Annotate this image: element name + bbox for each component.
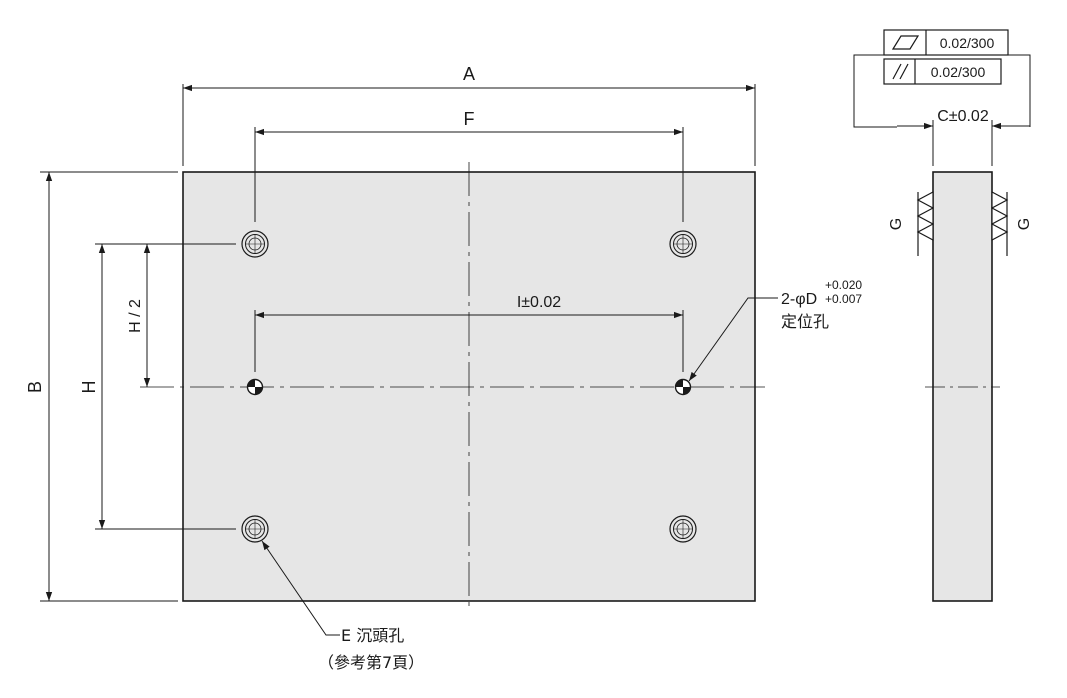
dimension-b-lines [40, 171, 178, 602]
dowel-tolerance-lower: +0.007 [825, 292, 862, 306]
counterbore-hole-name: E 沉頭孔 [341, 626, 404, 645]
flatness-frame [883, 29, 1009, 56]
dimension-c-lines [897, 120, 1030, 166]
dowel-count-label: 2-φD [781, 291, 817, 308]
dimension-h-label: H [79, 381, 99, 394]
dowel-hole-left [246, 378, 264, 396]
flatness-icon [891, 35, 920, 50]
dimension-f-lines [254, 127, 684, 222]
counterbore-reference: （參考第7頁） [318, 653, 424, 672]
tolerance-frame-bracket-right [1008, 54, 1031, 127]
dowel-leader [688, 297, 778, 382]
tolerance-frame-bracket [853, 54, 897, 128]
dowel-hole-right [674, 378, 692, 396]
dimension-h-half-label: H / 2 [127, 299, 144, 333]
side-view-plate [932, 171, 993, 602]
dowel-hole-name: 定位孔 [781, 312, 829, 331]
dimension-i-lines [254, 310, 684, 372]
dimension-a-label: A [463, 64, 475, 84]
dimension-i-label: I±0.02 [517, 294, 561, 311]
grinding-symbol-left [916, 191, 934, 256]
counterbore-hole-top-right [669, 230, 697, 258]
parallelism-icon [892, 63, 909, 80]
dowel-tolerance-upper: +0.020 [825, 278, 862, 292]
grinding-label-left: G [888, 218, 905, 230]
flatness-value: 0.02/300 [940, 35, 995, 51]
dimension-a-lines [182, 84, 756, 166]
grinding-label-right: G [1016, 218, 1033, 230]
parallelism-value: 0.02/300 [931, 64, 986, 80]
parallelism-frame [883, 58, 1002, 85]
counterbore-hole-bottom-right [669, 515, 697, 543]
dimension-c-label: C±0.02 [937, 108, 989, 125]
dimension-h-lines [95, 243, 236, 530]
grinding-symbol-right [991, 191, 1009, 256]
counterbore-hole-bottom-left [241, 515, 269, 543]
counterbore-leader [261, 540, 340, 636]
dimension-b-label: B [25, 381, 45, 393]
counterbore-hole-top-left [241, 230, 269, 258]
dimension-f-label: F [464, 109, 475, 129]
